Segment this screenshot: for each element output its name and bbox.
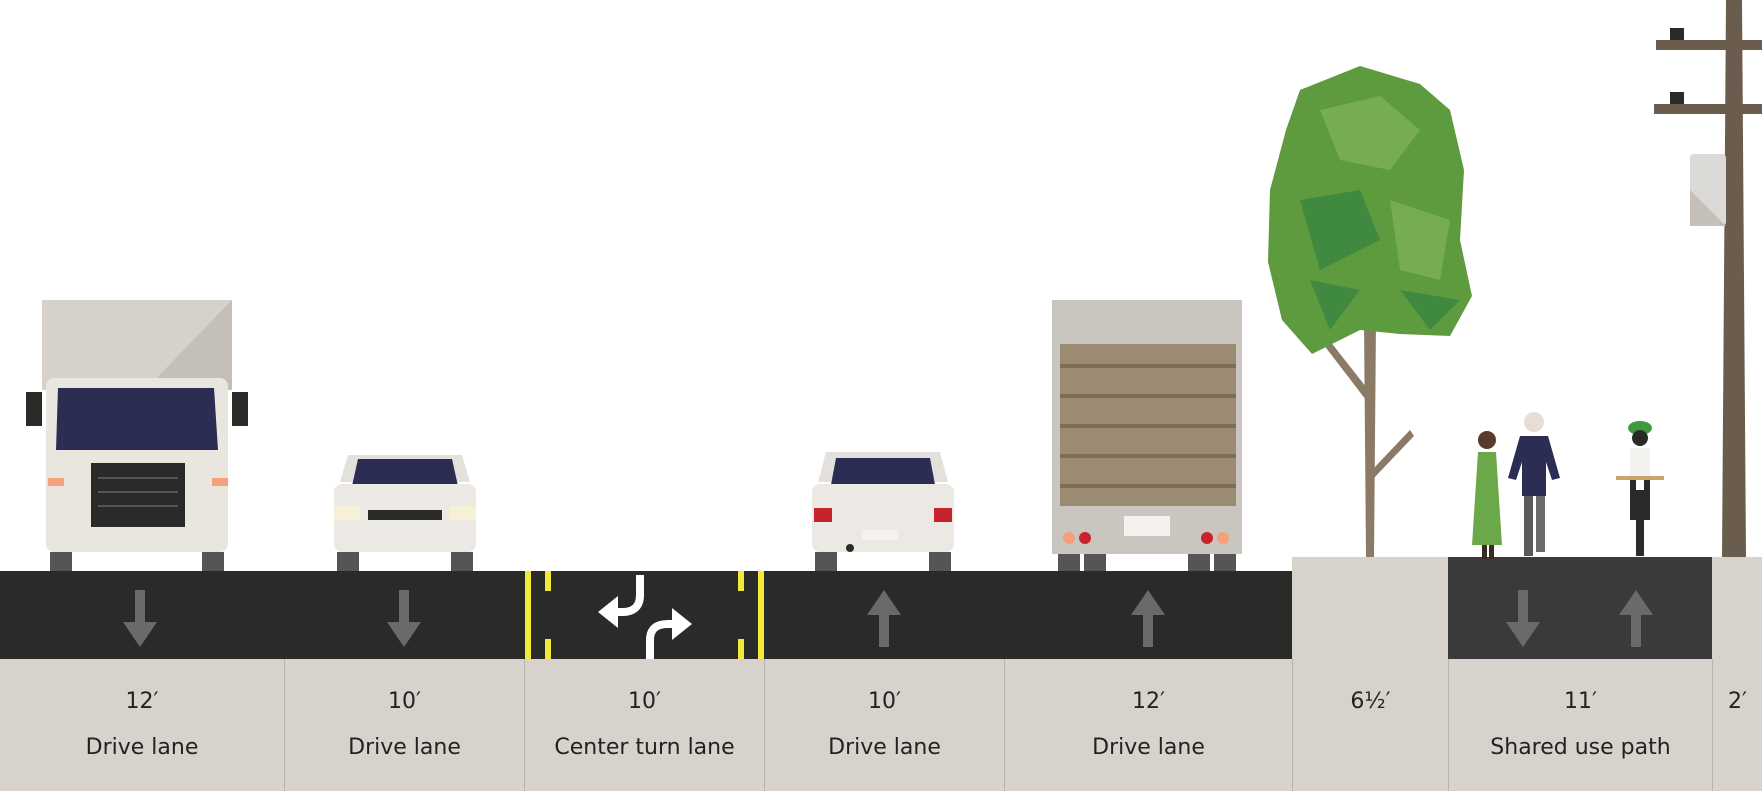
segment-width: 12′ <box>1132 689 1165 714</box>
right-turn-arrowhead <box>672 608 692 640</box>
segment-name: Drive lane <box>1092 735 1205 760</box>
down-arrow-icon <box>1506 590 1540 647</box>
right-turn-arrow-icon <box>646 620 678 659</box>
segment-width: 6½′ <box>1350 689 1391 714</box>
left-turn-arrowhead <box>598 596 618 628</box>
car-rear-icon <box>812 452 954 571</box>
planting-strip <box>1292 557 1448 659</box>
segment-drive-lane[interactable]: 10′ Drive lane <box>764 659 1004 791</box>
segment-name: Drive lane <box>348 735 461 760</box>
utility-pole-icon <box>1654 0 1762 557</box>
box-truck-rear-icon <box>1052 300 1242 571</box>
box-truck-front-icon <box>26 300 248 571</box>
segment-planting-strip[interactable]: 6½′ <box>1292 659 1448 791</box>
down-arrow-icon <box>123 590 157 647</box>
segment-drive-lane[interactable]: 10′ Drive lane <box>284 659 524 791</box>
segment-drive-lane[interactable]: 12′ Drive lane <box>0 659 284 791</box>
cyclist-icon <box>1616 421 1664 556</box>
segment-width: 11′ <box>1564 689 1597 714</box>
shared-path-surface <box>1448 557 1712 659</box>
segment-name: Center turn lane <box>554 735 735 760</box>
segment-width: 10′ <box>628 689 661 714</box>
car-rear-icon <box>334 455 476 571</box>
segment-width: 12′ <box>125 689 159 714</box>
segment-name: Shared use path <box>1490 735 1671 760</box>
up-arrow-icon <box>1619 590 1653 647</box>
up-arrow-icon <box>867 590 901 647</box>
up-arrow-icon <box>1131 590 1165 647</box>
segment-width: 2′ <box>1728 689 1747 714</box>
segment-width: 10′ <box>868 689 901 714</box>
segment-edge[interactable]: 2′ <box>1712 659 1762 791</box>
segment-drive-lane[interactable]: 12′ Drive lane <box>1004 659 1292 791</box>
segment-width: 10′ <box>388 689 421 714</box>
center-lane-markings <box>525 571 764 659</box>
down-arrow-icon <box>387 590 421 647</box>
segment-center-turn-lane[interactable]: 10′ Center turn lane <box>524 659 764 791</box>
edge-strip <box>1712 557 1762 659</box>
tree-icon <box>1268 66 1472 557</box>
segment-name: Drive lane <box>828 735 941 760</box>
left-turn-arrow-icon <box>612 575 644 616</box>
pedestrian-icon <box>1508 412 1560 556</box>
pedestrian-icon <box>1472 431 1502 559</box>
segment-shared-use-path[interactable]: 11′ Shared use path <box>1448 659 1712 791</box>
segment-name: Drive lane <box>85 735 199 760</box>
